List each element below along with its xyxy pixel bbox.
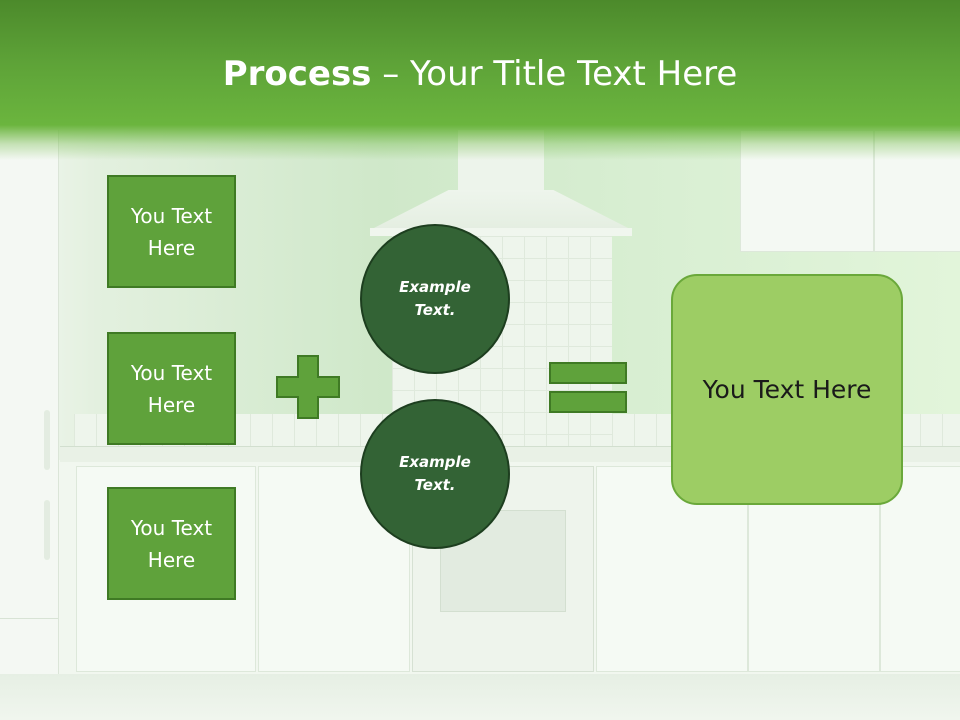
plus-icon [276, 355, 340, 419]
refrigerator-door-line [0, 618, 58, 619]
input-box-label: You Text Here [130, 515, 213, 572]
result-box: You Text Here [671, 274, 903, 505]
example-circle-1: Example Text. [360, 224, 510, 374]
input-box-1: You Text Here [107, 175, 236, 288]
refrigerator [0, 130, 59, 700]
result-label: You Text Here [702, 374, 872, 404]
equals-icon-bottom-bar [549, 391, 627, 413]
example-circle-2: Example Text. [360, 399, 510, 549]
refrigerator-handle [44, 410, 50, 470]
equals-icon-top-bar [549, 362, 627, 384]
input-box-2: You Text Here [107, 332, 236, 445]
floor [0, 674, 960, 720]
refrigerator-handle [44, 500, 50, 560]
input-box-3: You Text Here [107, 487, 236, 600]
slide-title: Process – Your Title Text Here [0, 52, 960, 96]
title-bold-part: Process [222, 54, 372, 94]
range-hood-lip [370, 228, 632, 236]
title-rest-part: – Your Title Text Here [371, 54, 738, 94]
cabinet-door [880, 466, 960, 672]
input-box-label: You Text Here [130, 360, 213, 417]
circle-label: Example Text. [399, 278, 471, 319]
input-box-label: You Text Here [130, 203, 213, 260]
title-band [0, 0, 960, 160]
circle-label: Example Text. [399, 453, 471, 494]
